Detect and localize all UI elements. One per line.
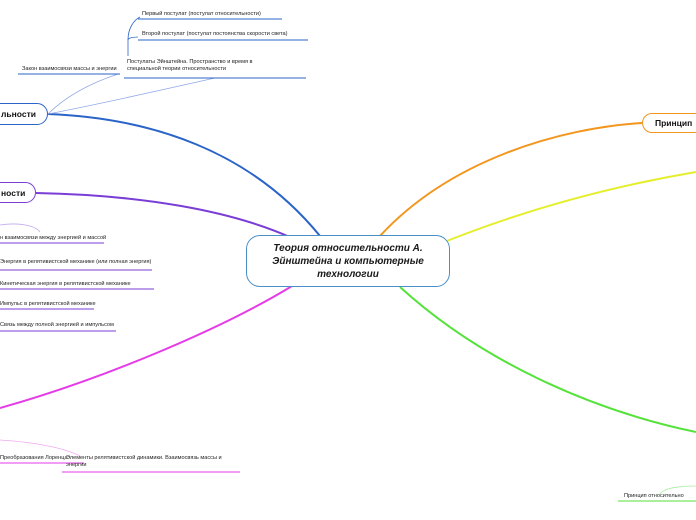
connector-blue-main <box>47 113 321 237</box>
node-lorentz[interactable]: Преобразования Лоренца <box>0 455 68 461</box>
connector-postulate-1 <box>127 16 141 41</box>
node-dynamics-elements[interactable]: Элементы релятивистской динамики. Взаимо… <box>66 455 222 468</box>
connector-purple-main <box>35 192 293 239</box>
connector-blue-postulates <box>47 77 216 115</box>
node-momentum[interactable]: Импульс в релятивистской механике <box>0 301 96 307</box>
node-kinetic-energy[interactable]: Кинетическая энергия в релятивистской ме… <box>0 281 131 287</box>
connector-orange-main <box>379 122 643 237</box>
branch-node-purple[interactable]: ности <box>0 182 36 203</box>
node-total-energy[interactable]: Энергия в релятивистской механике (или п… <box>0 259 152 265</box>
branch-node-blue[interactable]: льности <box>0 103 48 125</box>
connector-green-sub <box>659 485 696 495</box>
connector-purple-sub <box>0 223 41 233</box>
node-second-postulate[interactable]: Второй постулат (постулат постоянства ск… <box>142 31 288 37</box>
branch-node-orange[interactable]: Принцип <box>642 113 696 133</box>
node-postulates[interactable]: Постулаты Эйнштейна. Пространство и врем… <box>127 59 253 72</box>
connector-postulate-2 <box>127 36 139 41</box>
node-first-postulate[interactable]: Первый постулат (постулат относительност… <box>142 11 261 17</box>
connector-blue-mass-energy <box>47 73 119 115</box>
connector-magenta-sub <box>0 439 81 457</box>
central-topic[interactable]: Теория относительности А. Эйнштейна и ко… <box>246 235 450 287</box>
connector-magenta-main <box>0 285 293 409</box>
connector-yellow-main <box>419 171 696 253</box>
connector-green-main <box>399 286 696 433</box>
node-energy-momentum[interactable]: Связь между полной энергией и импульсом <box>0 322 114 328</box>
node-principle-bottom[interactable]: Принцип относительно <box>624 493 684 499</box>
node-mass-energy-law[interactable]: Закон взаимосвязи массы и энергии <box>22 66 117 72</box>
node-energy-mass-relation[interactable]: н взаимосвязи между энергией и массой <box>0 235 107 241</box>
